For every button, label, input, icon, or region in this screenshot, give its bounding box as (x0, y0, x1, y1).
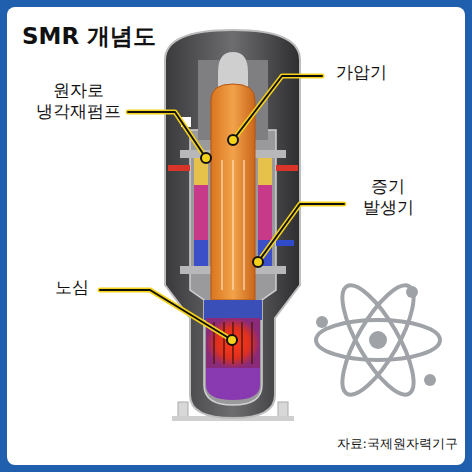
part-label: 노심 (44, 277, 100, 298)
part-label: 가압기 (326, 62, 396, 83)
part-label: 증기 발생기 (348, 176, 428, 219)
leader-lines (100, 76, 344, 340)
part-label: 원자로 냉각재펌프 (28, 80, 128, 123)
diagram-title: SMR 개념도 (22, 22, 156, 51)
source-caption: 자료:국제원자력기구 (337, 436, 458, 452)
